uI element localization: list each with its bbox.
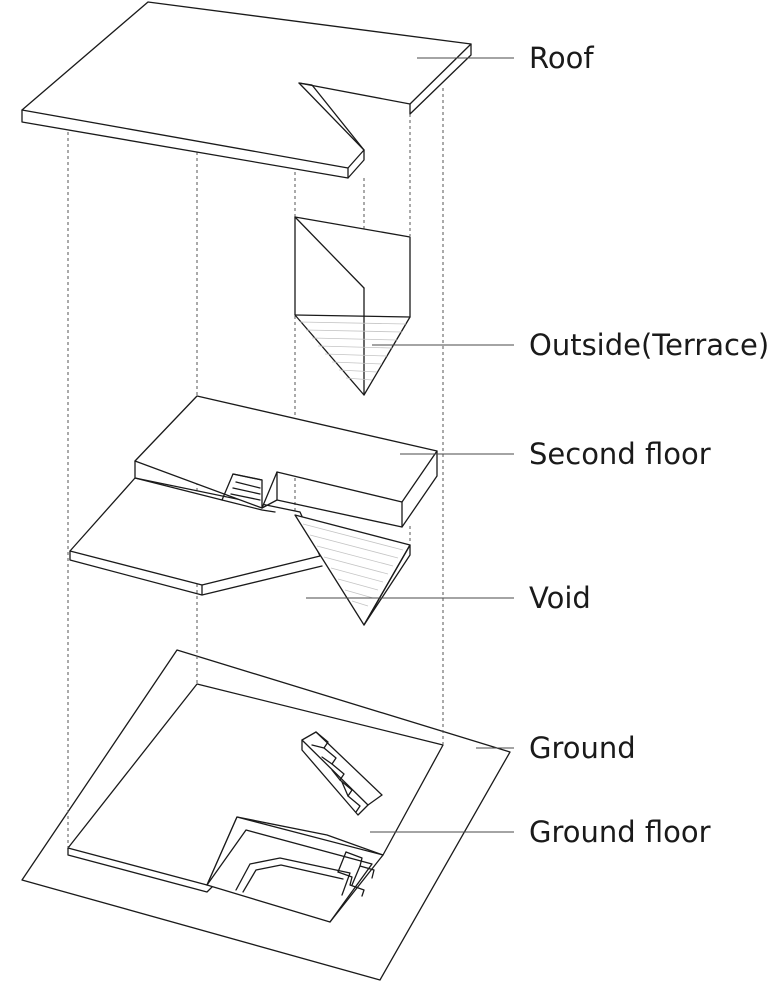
terrace-label: Outside(Terrace) <box>529 328 769 362</box>
terrace-hatching <box>299 321 407 381</box>
ground-floor-label: Ground floor <box>529 815 711 849</box>
ground-floor-slab-edge <box>67 847 215 893</box>
void-triangle <box>294 514 411 626</box>
ground-floor-inner-walkway-edge <box>242 864 344 893</box>
roof-label: Roof <box>529 41 594 75</box>
pit-stairs <box>337 851 375 897</box>
second-floor-label: Second floor <box>529 437 711 471</box>
void-label: Void <box>529 581 591 615</box>
second-floor-stairs <box>230 473 263 501</box>
terrace-layer <box>294 216 411 396</box>
second-floor-layer <box>134 395 438 528</box>
leader-lines <box>306 57 514 833</box>
ground-floor-top-surface <box>67 683 444 886</box>
ground-label: Ground <box>529 731 636 765</box>
void-slab-edge <box>69 550 323 596</box>
ground-floor-staircase <box>301 731 383 816</box>
roof-top <box>21 1 472 169</box>
labels: Roof Outside(Terrace) Second floor Void … <box>529 41 769 849</box>
void-hatching <box>302 523 404 607</box>
roof-layer <box>21 1 472 179</box>
terrace-top-face <box>294 216 411 396</box>
ground-layer <box>21 649 511 981</box>
ground-floor-inner-walkway <box>235 857 351 896</box>
ground-floor-pit-inner-wall <box>206 829 373 923</box>
void-slab <box>69 477 321 586</box>
